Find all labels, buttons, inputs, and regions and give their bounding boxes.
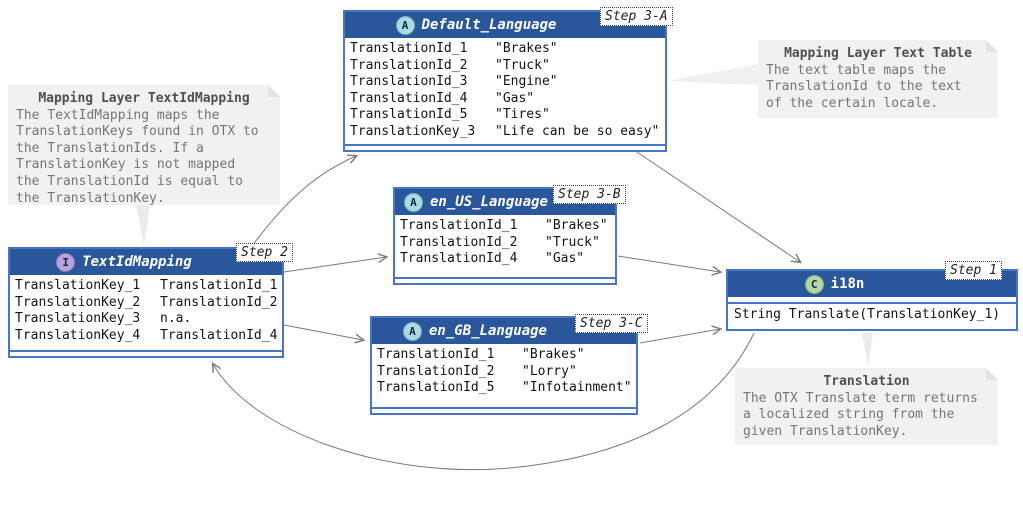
row-key: TranslationId_2 <box>377 363 495 379</box>
row-value: "Truck" <box>545 234 600 250</box>
note-wedge-translation <box>862 333 873 367</box>
row-value: "Infotainment" <box>522 380 632 396</box>
table-row: TranslationId_2 "Truck" <box>350 58 660 75</box>
arrow-textidmapping-to-enus <box>283 257 386 273</box>
abstract-class-icon: A <box>403 192 423 212</box>
row-key: TranslationKey_4 <box>15 327 141 343</box>
table-row: TranslationId_4 "Gas" <box>350 91 660 108</box>
node-title: en_GB_Language <box>428 323 547 339</box>
step-tag-2: Step 2 <box>236 243 293 262</box>
node-textidmapping: I TextIdMapping TranslationKey_1 Transla… <box>8 247 284 358</box>
row-value: "Brakes" <box>522 347 585 362</box>
row-value: "Tires" <box>495 107 550 123</box>
arrow-enus-to-i18n <box>617 255 720 272</box>
row-value: n.a. <box>160 311 192 327</box>
node-default-language: A Default_Language TranslationId_1 "Brak… <box>343 10 667 152</box>
row-key: TranslationId_2 <box>350 57 468 73</box>
table-row: TranslationId_5 "Tires" <box>350 107 660 124</box>
note-title: Mapping Layer TextIdMapping <box>38 91 250 106</box>
table-row: TranslationKey_4 TranslationId_4 <box>15 328 277 345</box>
table-row: TranslationId_1 "Brakes" <box>400 218 610 235</box>
node-fields-compartment <box>728 297 1016 304</box>
table-row: TranslationId_4 "Gas" <box>400 251 610 268</box>
node-title: TextIdMapping <box>82 254 192 270</box>
row-key: TranslationKey_1 <box>15 278 141 293</box>
note-title: Mapping Layer Text Table <box>784 46 972 61</box>
row-key: TranslationId_1 <box>377 347 495 362</box>
table-row: TranslationId_1 "Brakes" <box>377 347 631 364</box>
row-value: "Engine" <box>495 74 558 90</box>
step-tag-3b: Step 3-B <box>553 185 626 204</box>
node-rows: TranslationId_1 "Brakes" TranslationId_2… <box>395 215 615 279</box>
note-body: The text table maps the TranslationId to… <box>766 62 962 111</box>
abstract-class-icon: A <box>402 321 422 341</box>
row-key: TranslationId_4 <box>400 251 518 267</box>
row-key: TranslationKey_3 <box>15 311 141 327</box>
row-value: "Gas" <box>545 251 585 267</box>
step-tag-1: Step 1 <box>945 261 1002 280</box>
note-body: The TextIdMapping maps the TranslationKe… <box>16 107 259 206</box>
note-mapping-layer-text-table: Mapping Layer Text Table The text table … <box>758 40 998 118</box>
row-key: TranslationId_5 <box>377 380 495 396</box>
note-mapping-layer-textidmapping: Mapping Layer TextIdMapping The TextIdMa… <box>8 85 280 206</box>
node-title: i18n <box>830 276 865 292</box>
step-tag-3a: Step 3-A <box>600 7 673 26</box>
class-icon: C <box>804 274 824 294</box>
row-value: "Gas" <box>495 90 535 106</box>
note-wedge-textidmapping <box>136 205 150 246</box>
abstract-class-icon: A <box>395 15 415 35</box>
interface-icon: I <box>56 252 76 272</box>
node-rows: TranslationKey_1 TranslationId_1 Transla… <box>10 275 282 352</box>
note-wedge-texttable <box>667 64 758 85</box>
node-title: en_US_Language <box>429 194 548 210</box>
arrow-engb-to-i18n <box>639 329 720 344</box>
row-key: TranslationId_5 <box>350 107 468 123</box>
node-footer-compartment <box>345 146 665 150</box>
table-row: TranslationId_2 "Truck" <box>400 235 610 252</box>
node-rows: TranslationId_1 "Brakes" TranslationId_2… <box>372 344 636 409</box>
row-key: TranslationKey_3 <box>350 123 476 139</box>
arrow-default-to-i18n <box>636 151 800 262</box>
node-footer-compartment <box>395 279 615 283</box>
note-translation: Translation The OTX Translate term retur… <box>735 368 998 445</box>
table-row: TranslationId_3 "Engine" <box>350 74 660 91</box>
table-row: TranslationId_1 "Brakes" <box>350 41 660 58</box>
table-row: TranslationKey_3 n.a. <box>15 311 277 328</box>
row-key: TranslationKey_2 <box>15 294 141 310</box>
note-title: Translation <box>823 374 910 389</box>
row-value: "Brakes" <box>495 41 558 56</box>
row-key: TranslationId_1 <box>400 218 518 233</box>
arrow-textidmapping-to-engb <box>283 324 363 340</box>
table-row: TranslationKey_3 "Life can be so easy" <box>350 124 660 141</box>
node-footer-compartment <box>372 409 636 413</box>
node-en-us-language: A en_US_Language TranslationId_1 "Brakes… <box>393 187 617 285</box>
row-value: "Truck" <box>495 57 550 73</box>
node-title: Default_Language <box>421 17 557 33</box>
row-key: TranslationId_4 <box>350 90 468 106</box>
note-body: The OTX Translate term returns a localiz… <box>743 390 978 439</box>
row-key: TranslationId_1 <box>350 41 468 56</box>
table-row: TranslationId_2 "Lorry" <box>377 364 631 381</box>
row-value: TranslationId_2 <box>160 294 278 310</box>
row-value: "Brakes" <box>545 218 608 233</box>
table-row: TranslationKey_1 TranslationId_1 <box>15 278 277 295</box>
table-row: TranslationKey_2 TranslationId_2 <box>15 295 277 312</box>
row-value: TranslationId_4 <box>160 327 278 343</box>
row-value: TranslationId_1 <box>160 278 278 293</box>
row-key: TranslationId_2 <box>400 234 518 250</box>
node-method: String Translate(TranslationKey_1) <box>734 307 1001 322</box>
node-rows: TranslationId_1 "Brakes" TranslationId_2… <box>345 38 665 146</box>
table-row: TranslationId_5 "Infotainment" <box>377 380 632 397</box>
row-value: "Lorry" <box>522 363 577 379</box>
row-key: TranslationId_3 <box>350 74 468 90</box>
node-footer-compartment <box>10 352 282 356</box>
row-value: "Life can be so easy" <box>495 123 660 139</box>
node-header: I TextIdMapping <box>10 249 282 275</box>
step-tag-3c: Step 3-C <box>575 314 648 333</box>
